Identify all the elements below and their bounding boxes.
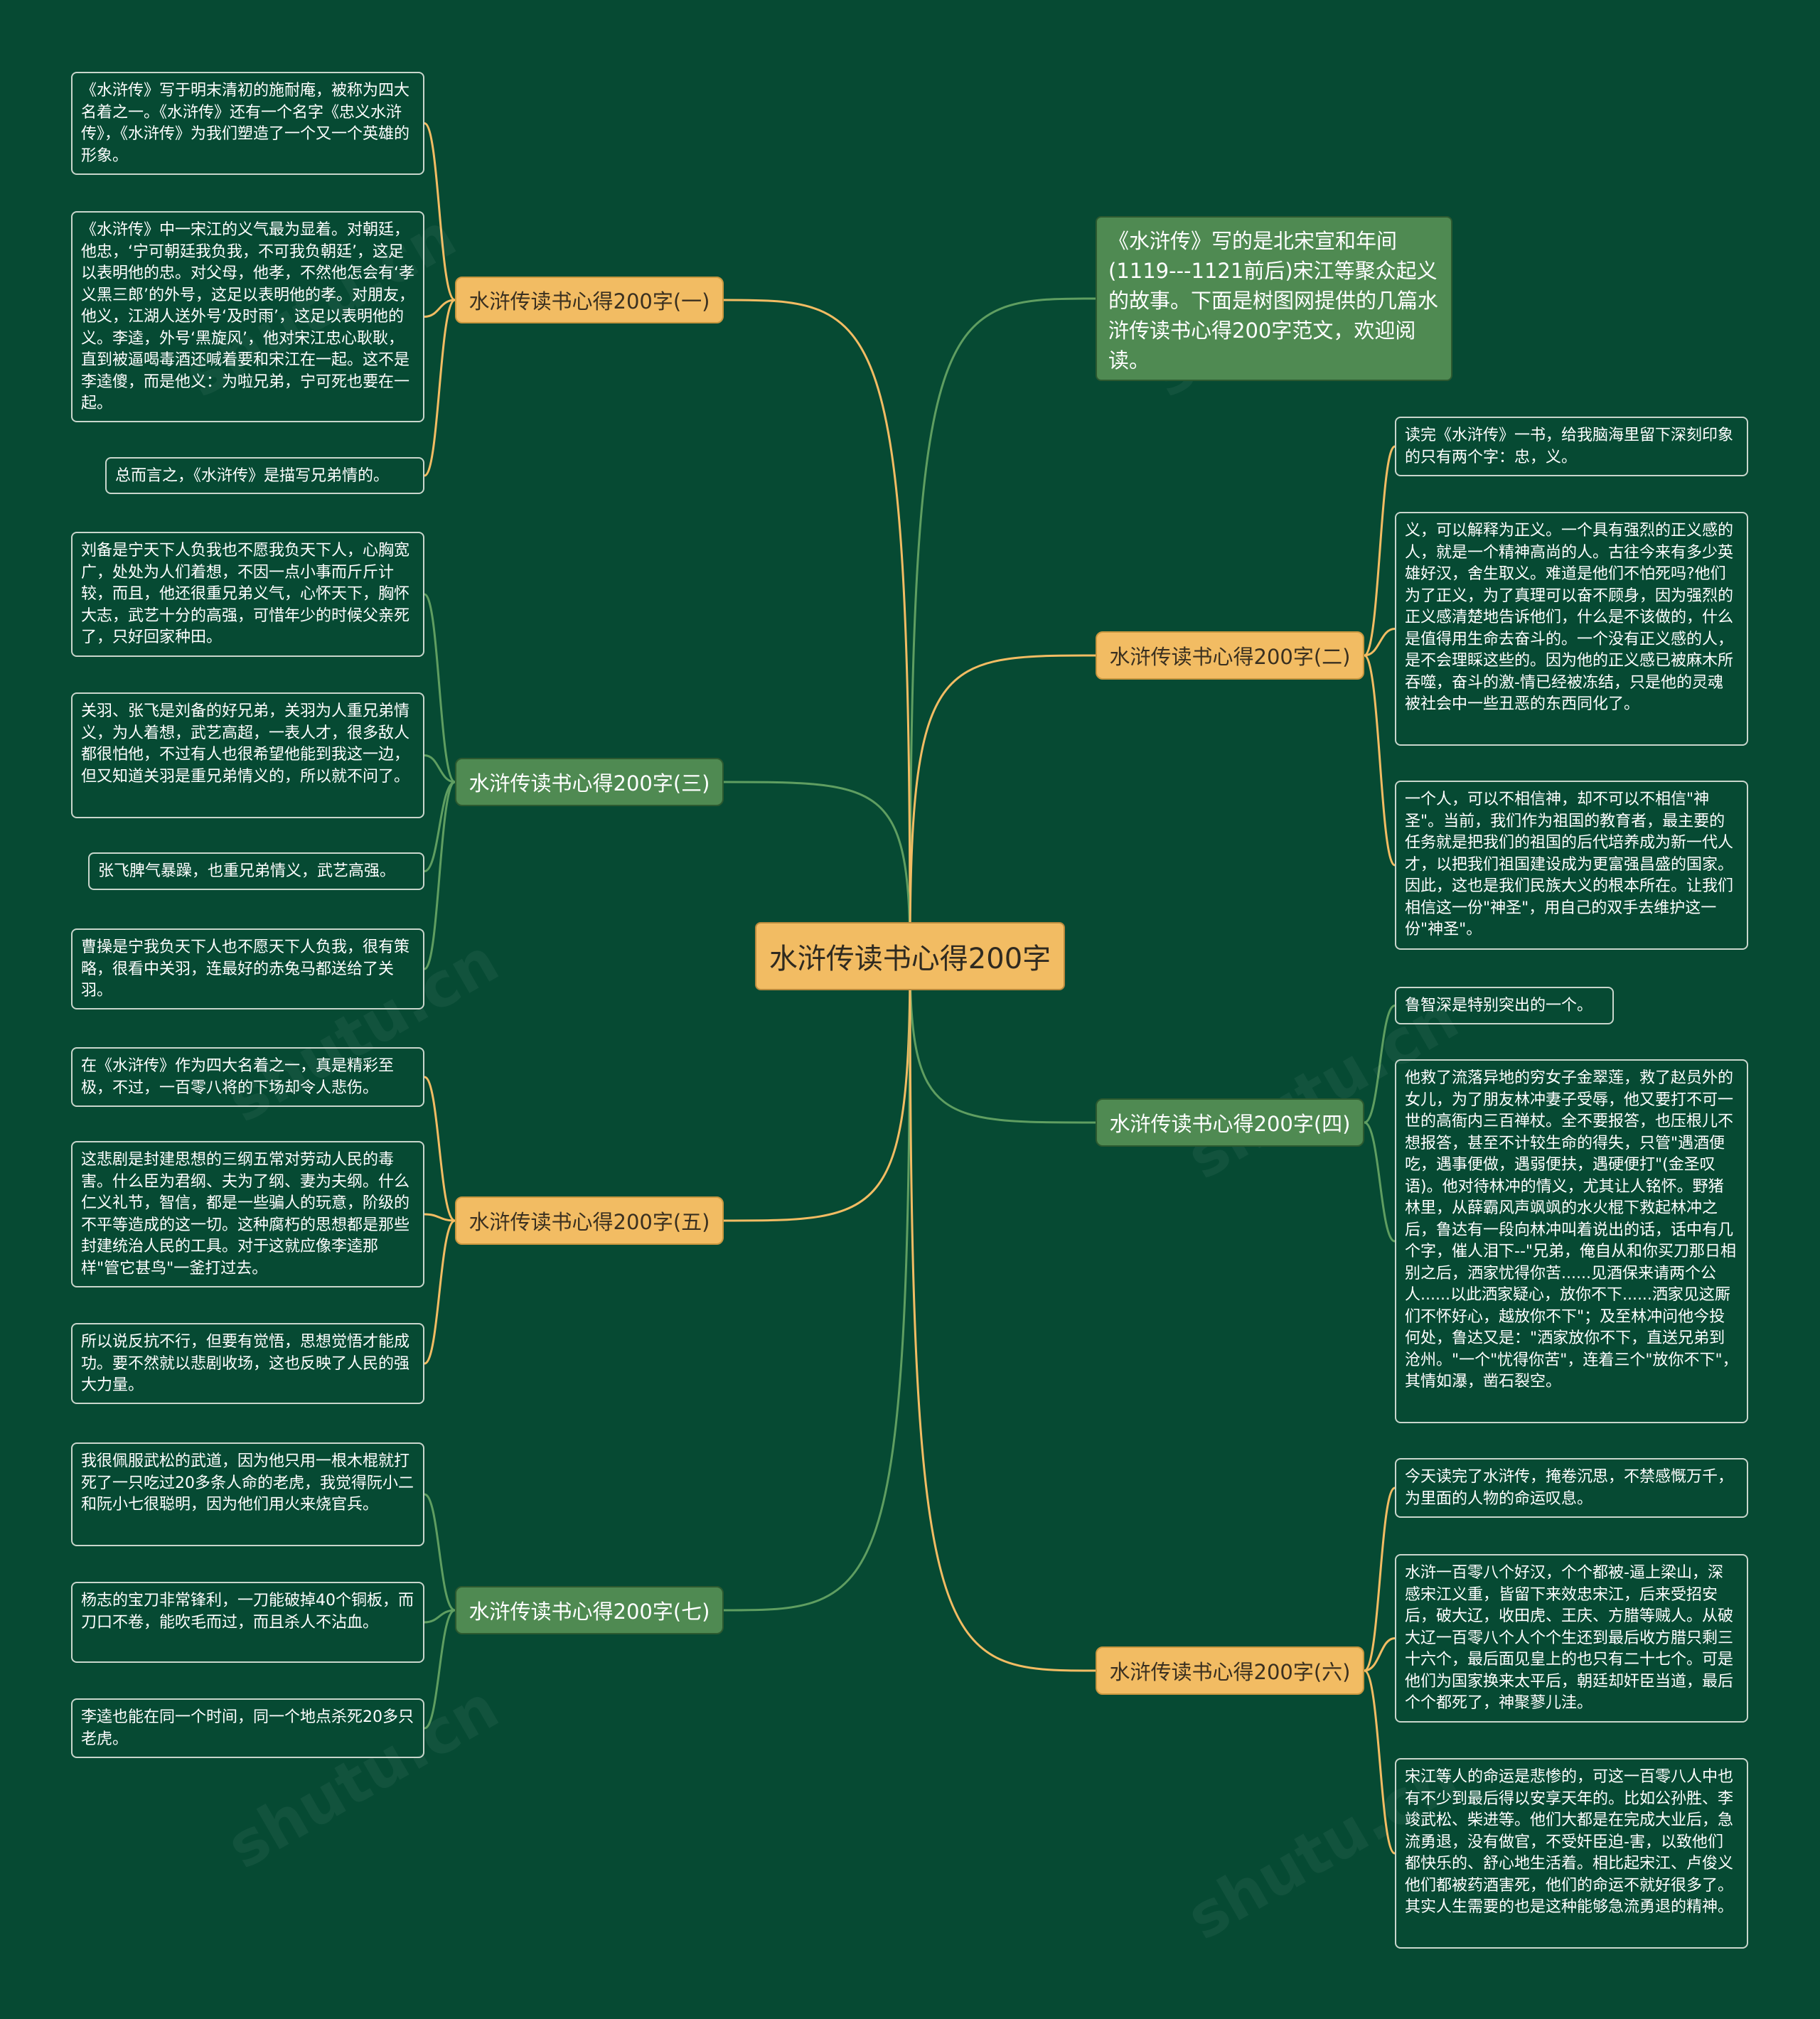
leaf-note[interactable]: 《水浒传》写于明末清初的施耐庵，被称为四大名着之一。《水浒传》还有一个名字《忠义… bbox=[71, 72, 424, 175]
connector-root-branch bbox=[909, 654, 1096, 957]
leaf-note[interactable]: 读完《水浒传》一书，给我脑海里留下深刻印象的只有两个字：忠，义。 bbox=[1395, 417, 1748, 476]
connector-branch-leaf bbox=[424, 1076, 456, 1222]
connector-branch-leaf bbox=[1364, 445, 1396, 657]
connector-root-branch bbox=[723, 955, 911, 1222]
connector-root-branch bbox=[723, 299, 911, 957]
connector-branch-leaf bbox=[424, 593, 456, 783]
leaf-note[interactable]: 宋江等人的命运是悲惨的，可这一百零八人中也有不少到最后得以安享天年的。比如公孙胜… bbox=[1395, 1758, 1748, 1949]
leaf-note[interactable]: 这悲剧是封建思想的三纲五常对劳动人民的毒害。什么臣为君纲、夫为了纲、妻为夫纲。什… bbox=[71, 1141, 424, 1287]
connector-branch-leaf bbox=[424, 1213, 456, 1222]
leaf-note[interactable]: 《水浒传》中一宋江的义气最为显着。对朝廷，他忠，‘宁可朝廷我负我，不可我负朝廷’… bbox=[71, 211, 424, 422]
leaf-note[interactable]: 杨志的宝刀非常锋利，一刀能破掉40个铜板，而刀口不卷，能吹毛而过，而且杀人不沾血… bbox=[71, 1582, 424, 1663]
connector-branch-leaf bbox=[424, 299, 456, 477]
leaf-note[interactable]: 义，可以解释为正义。一个具有强烈的正义感的人，就是一个精神高尚的人。古往今来有多… bbox=[1395, 512, 1748, 746]
branch-topic-4[interactable]: 水浒传读书心得200字(四) bbox=[1096, 1098, 1364, 1147]
leaf-note[interactable]: 关羽、张飞是刘备的好兄弟，关羽为人重兄弟情义，为人着想，武艺高超，一表人才，很多… bbox=[71, 692, 424, 818]
connector-branch-leaf bbox=[424, 1609, 456, 1730]
leaf-note[interactable]: 一个人，可以不相信神，却不可以不相信"神圣"。当前，我们作为祖国的教育者，最主要… bbox=[1395, 781, 1748, 950]
branch-topic-6[interactable]: 水浒传读书心得200字(六) bbox=[1096, 1646, 1364, 1695]
branch-topic-3[interactable]: 水浒传读书心得200字(三) bbox=[455, 758, 724, 806]
leaf-note[interactable]: 水浒一百零八个好汉，个个都被-逼上梁山，深感宋江义重，皆留下来效忠宋江，后来受招… bbox=[1395, 1554, 1748, 1723]
branch-topic-5[interactable]: 水浒传读书心得200字(五) bbox=[455, 1196, 724, 1245]
branch-topic-1[interactable]: 水浒传读书心得200字(一) bbox=[455, 277, 724, 323]
root-topic[interactable]: 水浒传读书心得200字 bbox=[755, 922, 1065, 990]
connector-root-branch bbox=[723, 955, 911, 1612]
leaf-note[interactable]: 所以说反抗不行，但要有觉悟，思想觉悟才能成功。要不然就以悲剧收场，这也反映了人民… bbox=[71, 1323, 424, 1404]
leaf-note[interactable]: 在《水浒传》作为四大名着之一，真是精彩至极，不过，一百零八将的下场却令人悲伤。 bbox=[71, 1047, 424, 1107]
connector-branch-leaf bbox=[424, 1493, 456, 1612]
connector-branch-leaf bbox=[424, 122, 456, 301]
connector-root-branch bbox=[723, 781, 911, 957]
leaf-note[interactable]: 张飞脾气暴躁，也重兄弟情义，武艺高强。 bbox=[88, 852, 424, 890]
leaf-note[interactable]: 我很佩服武松的武道，因为他只用一根木棍就打死了一只吃过20多条人命的老虎，我觉得… bbox=[71, 1442, 424, 1546]
connector-branch-leaf bbox=[1364, 628, 1396, 657]
connector-branch-leaf bbox=[424, 1219, 456, 1365]
leaf-note[interactable]: 李逵也能在同一个时间，同一个地点杀死20多只老虎。 bbox=[71, 1698, 424, 1758]
leaf-note[interactable]: 总而言之，《水浒传》是描写兄弟情的。 bbox=[105, 457, 424, 494]
connector-branch-leaf bbox=[1364, 1669, 1396, 1855]
branch-topic-2[interactable]: 水浒传读书心得200字(二) bbox=[1096, 631, 1364, 680]
connector-root-branch bbox=[909, 955, 1096, 1124]
connector-branch-leaf bbox=[424, 299, 456, 318]
leaf-note[interactable]: 他救了流落异地的穷女子金翠莲，救了赵员外的女儿，为了朋友林冲妻子受辱，他又要打不… bbox=[1395, 1059, 1748, 1423]
connector-branch-leaf bbox=[1364, 1487, 1396, 1672]
leaf-note[interactable]: 鲁智深是特别突出的一个。 bbox=[1395, 987, 1614, 1024]
connector-branch-leaf bbox=[1364, 654, 1396, 867]
leaf-note[interactable]: 曹操是宁我负天下人也不愿天下人负我，很有策略，很看中关羽，连最好的赤兔马都送给了… bbox=[71, 928, 424, 1010]
leaf-note[interactable]: 刘备是宁天下人负我也不愿我负天下人，心胸宽广，处处为人们着想，不因一点小事而斤斤… bbox=[71, 532, 424, 657]
connector-branch-leaf bbox=[1364, 1121, 1396, 1243]
connector-branch-leaf bbox=[1364, 1005, 1396, 1124]
connector-branch-leaf bbox=[424, 781, 456, 872]
connector-branch-leaf bbox=[1364, 1637, 1396, 1672]
branch-topic-7[interactable]: 水浒传读书心得200字(七) bbox=[455, 1586, 724, 1634]
connector-branch-leaf bbox=[424, 754, 456, 783]
connector-branch-leaf bbox=[424, 781, 456, 970]
leaf-note[interactable]: 今天读完了水浒传，掩卷沉思，不禁感慨万千，为里面的人物的命运叹息。 bbox=[1395, 1458, 1748, 1518]
connector-root-branch bbox=[909, 955, 1096, 1672]
connector-branch-leaf bbox=[424, 1609, 456, 1624]
connector-root-intro bbox=[909, 297, 1096, 957]
intro-topic[interactable]: 《水浒传》写的是北宋宣和年间(1119---1121前后)宋江等聚众起义的故事。… bbox=[1096, 216, 1452, 381]
